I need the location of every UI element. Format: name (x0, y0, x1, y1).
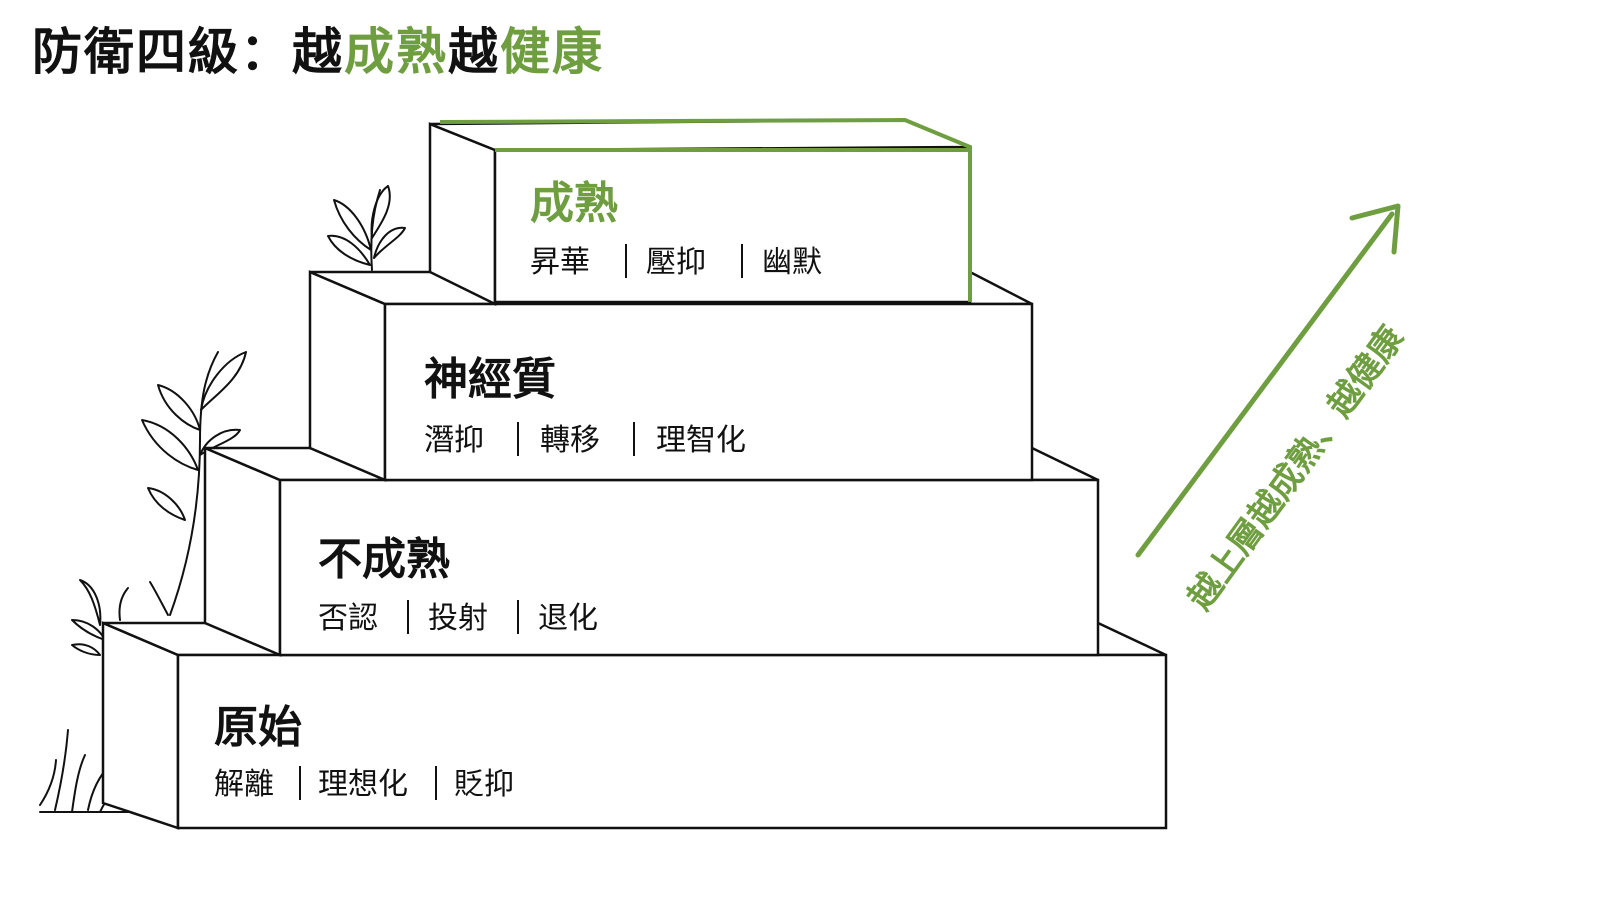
level-text-primitive: 原始 解離 理想化 貶抑 (214, 702, 514, 802)
page-title: 防衛四級：越成熟越健康 (32, 22, 604, 82)
level-item: 理智化 (656, 423, 746, 458)
level-item: 轉移 (540, 423, 600, 458)
up-arrow-icon (1135, 203, 1401, 558)
level-item: 貶抑 (454, 767, 514, 802)
level-item: 潛抑 (424, 423, 484, 458)
level-item: 理想化 (318, 767, 408, 802)
level-text-neurotic: 神經質 潛抑 轉移 理智化 (424, 354, 746, 458)
title-part-1: 防衛四級：越 (32, 23, 344, 81)
level-item: 昇華 (530, 245, 590, 280)
level-text-mature: 成熟 昇華 壓抑 幽默 (530, 178, 822, 280)
level-name: 原始 (214, 702, 302, 753)
level-block-mature (428, 117, 972, 307)
level-item: 壓抑 (646, 245, 706, 280)
title-part-2: 成熟 (344, 23, 448, 81)
title-part-4: 健康 (500, 23, 604, 81)
title-part-3: 越 (448, 23, 500, 81)
plant-middle-icon (71, 351, 247, 656)
level-item: 解離 (214, 767, 274, 802)
level-name: 成熟 (530, 178, 618, 229)
level-block-immature (203, 446, 1100, 657)
level-name: 不成熟 (318, 534, 450, 585)
level-name: 神經質 (424, 354, 556, 405)
arrow-label: 越上層越成熟、越健康 (1180, 319, 1412, 618)
plant-top-icon (327, 185, 406, 271)
level-item: 投射 (428, 601, 488, 636)
level-item: 否認 (318, 601, 378, 636)
level-item: 退化 (538, 601, 598, 636)
level-text-immature: 不成熟 否認 投射 退化 (318, 534, 598, 636)
level-item: 幽默 (762, 245, 822, 280)
